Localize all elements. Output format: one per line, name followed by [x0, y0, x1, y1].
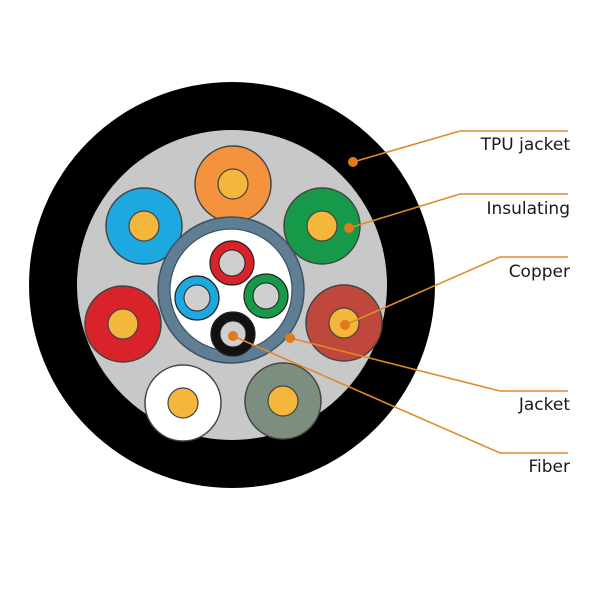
callout-dot-fiber	[228, 331, 238, 341]
conductor-blue	[105, 187, 183, 265]
callout-dot-copper	[340, 320, 350, 330]
conductor-green	[283, 187, 361, 265]
conductor-gray	[244, 362, 322, 440]
fiber-red	[209, 240, 255, 286]
label-copper: Copper	[509, 262, 570, 282]
callout-line-insulating	[348, 193, 568, 229]
callout-line-copper	[344, 256, 568, 326]
label-tpu-jacket: TPU jacket	[480, 135, 571, 155]
fiber-blue	[174, 275, 220, 321]
callout-dot-insulating	[344, 223, 354, 233]
callout-line-jacket	[289, 337, 568, 392]
label-fiber: Fiber	[528, 457, 570, 477]
conductor-orange	[194, 145, 272, 223]
callout-line-tpu-jacket	[352, 130, 568, 163]
label-insulating: Insulating	[486, 199, 570, 219]
callout-line-fiber	[232, 335, 568, 454]
label-jacket: Jacket	[518, 395, 570, 415]
callout-dot-jacket	[285, 333, 295, 343]
callout-dot-tpu-jacket	[348, 157, 358, 167]
conductor-white	[144, 364, 222, 442]
fiber-green	[243, 273, 289, 319]
conductor-red	[84, 285, 162, 363]
